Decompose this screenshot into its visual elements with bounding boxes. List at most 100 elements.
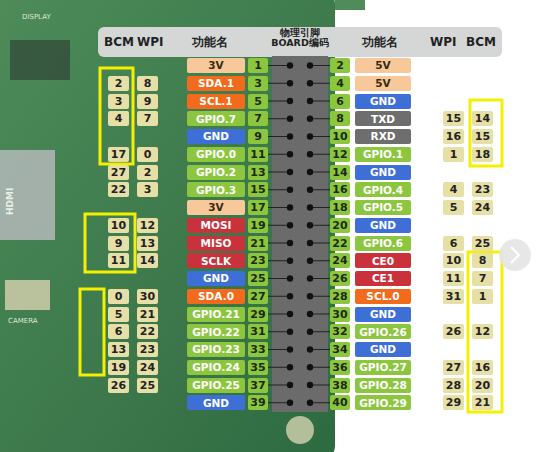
pin-dot <box>287 62 293 68</box>
pin-label: 1 <box>479 291 487 302</box>
pin-label: 2 <box>144 167 152 178</box>
function-box: GND <box>187 129 245 144</box>
pin-label: 16 <box>332 184 347 195</box>
board-pin-box: 39 <box>248 395 268 410</box>
pin-label: 21 <box>140 309 155 320</box>
pin-number-box: 16 <box>443 129 464 144</box>
pin-label: 29 <box>446 397 461 408</box>
pin-label: 27 <box>111 167 126 178</box>
pin-label: 3V <box>208 202 223 213</box>
board-pin-box: 23 <box>248 253 268 268</box>
pin-number-box: 5 <box>443 200 464 215</box>
function-box: GND <box>355 218 411 233</box>
pin-number-box: 18 <box>472 147 493 162</box>
pin-label: 14 <box>475 113 490 124</box>
pin-label: 34 <box>332 344 347 355</box>
pin-number-box: 0 <box>137 147 158 162</box>
pin-dot <box>307 329 313 335</box>
pin-number-box: 16 <box>472 360 493 375</box>
pin-label: SDA.1 <box>198 78 234 89</box>
pin-label: GPIO.2 <box>196 167 236 178</box>
pin-number-box: 29 <box>443 395 464 410</box>
pin-number-box: 12 <box>472 324 493 339</box>
pin-label: 2 <box>336 60 344 71</box>
pin-lead <box>313 278 330 279</box>
board-pin-box: 30 <box>330 307 350 322</box>
pin-dot <box>287 116 293 122</box>
pin-dot <box>307 400 313 406</box>
function-box: 5V <box>355 76 411 91</box>
column-header: 功能名 <box>362 36 398 49</box>
board-pin-box: 32 <box>330 324 350 339</box>
nav-button <box>499 239 531 271</box>
pin-number-box: 9 <box>108 236 129 251</box>
pin-dot <box>307 222 313 228</box>
pin-number-box: 8 <box>137 76 158 91</box>
pin-label: 4 <box>336 78 344 89</box>
column-header: 物理引脚 BOARD编码 <box>268 28 332 49</box>
pin-number-box: 7 <box>472 271 493 286</box>
function-box: GPIO.25 <box>187 378 245 393</box>
function-box: GPIO.7 <box>187 111 245 126</box>
pin-number-box: 4 <box>108 111 129 126</box>
pin-label: 6 <box>115 326 123 337</box>
pin-number-box: 2 <box>137 165 158 180</box>
pin-label: 7 <box>479 273 487 284</box>
board-pin-box: 1 <box>248 58 268 73</box>
pin-label: 18 <box>475 149 490 160</box>
pin-label: 13 <box>111 344 126 355</box>
pcb-edge <box>335 0 365 10</box>
function-box: GND <box>187 271 245 286</box>
pin-number-box: 23 <box>137 342 158 357</box>
pin-dot <box>307 62 313 68</box>
pin-lead <box>268 385 287 386</box>
pin-label: GND <box>370 220 396 231</box>
pin-label: 40 <box>332 397 347 408</box>
pin-dot <box>307 204 313 210</box>
pin-label: GPIO.5 <box>363 202 403 213</box>
pin-label: 1 <box>450 149 458 160</box>
pin-label: 27 <box>250 291 265 302</box>
board-pin-box: 17 <box>248 200 268 215</box>
pin-dot <box>287 400 293 406</box>
function-box: GND <box>355 94 411 109</box>
pin-label: 12 <box>140 220 155 231</box>
pin-label: 11 <box>111 255 126 266</box>
pin-label: 25 <box>475 238 490 249</box>
pin-label: SDA.0 <box>198 291 234 302</box>
pin-number-box: 3 <box>137 182 158 197</box>
pin-number-box: 25 <box>137 378 158 393</box>
board-pin-box: 31 <box>248 324 268 339</box>
pin-number-box: 14 <box>137 253 158 268</box>
function-box: TXD <box>355 111 411 126</box>
pin-label: 3 <box>144 184 152 195</box>
function-box: GPIO.28 <box>355 378 411 393</box>
pin-number-box: 1 <box>443 147 464 162</box>
pin-dot <box>287 222 293 228</box>
pin-number-box: 7 <box>137 111 158 126</box>
pin-number-box: 31 <box>443 289 464 304</box>
pin-number-box: 15 <box>472 129 493 144</box>
pin-number-box: 13 <box>108 342 129 357</box>
board-silkscreen: DISPLAY <box>22 14 51 22</box>
pin-dot <box>287 187 293 193</box>
column-header: BCM <box>466 36 496 49</box>
function-box: GPIO.4 <box>355 182 411 197</box>
function-box: SDA.1 <box>187 76 245 91</box>
pin-label: 5V <box>375 60 390 71</box>
pin-number-box: 27 <box>443 360 464 375</box>
pin-label: 30 <box>332 309 347 320</box>
pin-lead <box>268 314 287 315</box>
pin-dot <box>307 275 313 281</box>
pin-label: 19 <box>250 220 265 231</box>
pin-label: 22 <box>140 326 155 337</box>
function-box: MOSI <box>187 218 245 233</box>
function-box: GPIO.24 <box>187 360 245 375</box>
pin-label: 17 <box>250 202 265 213</box>
pin-label: GPIO.6 <box>363 238 403 249</box>
pin-label: 22 <box>111 184 126 195</box>
pin-number-box: 26 <box>443 324 464 339</box>
pin-label: 10 <box>446 255 461 266</box>
board-pin-box: 19 <box>248 218 268 233</box>
